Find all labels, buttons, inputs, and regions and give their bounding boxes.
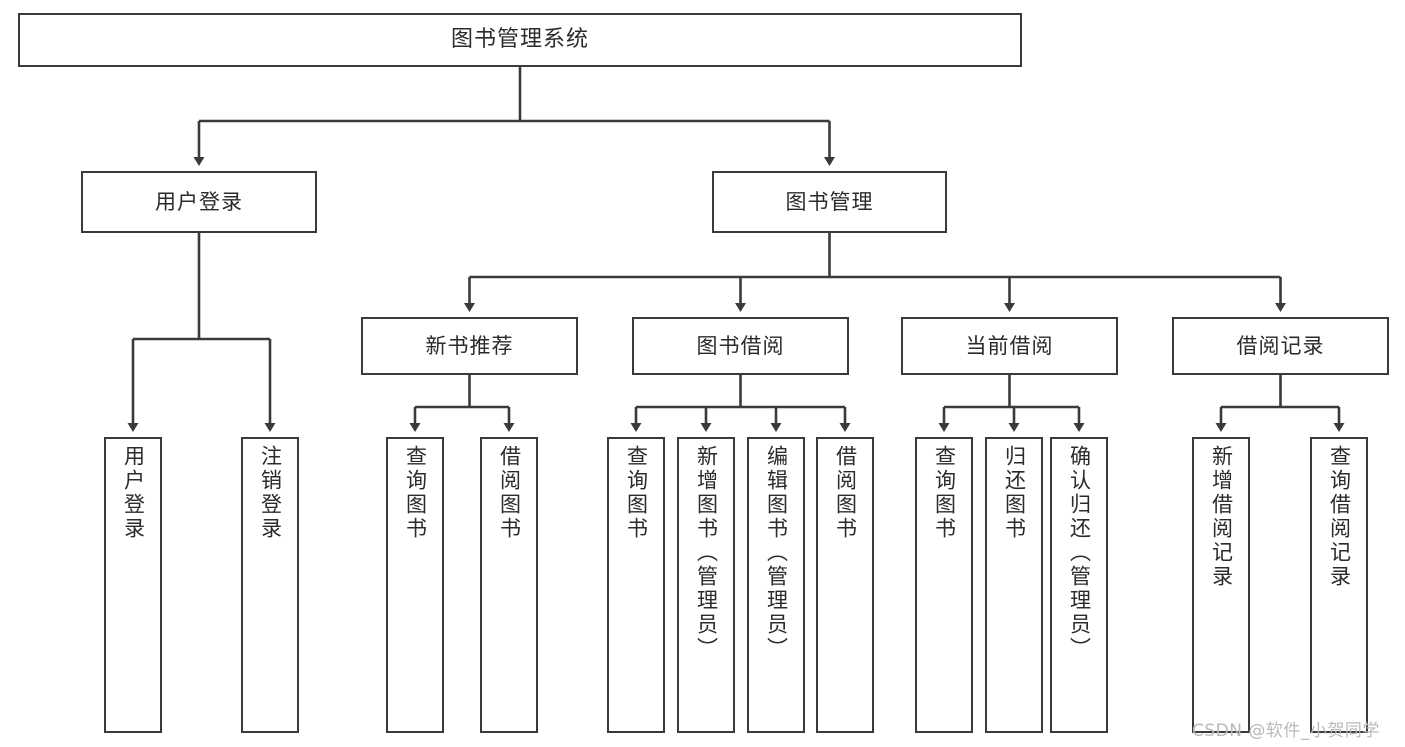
- node-leaf-6[interactable]: 新增图书（管理员）: [677, 437, 735, 733]
- node-label: 借阅记录: [1236, 333, 1325, 358]
- node-label: 新增借阅记录: [1209, 445, 1234, 589]
- node-leaf-5[interactable]: 查询图书: [607, 437, 665, 733]
- node-records[interactable]: 借阅记录: [1172, 317, 1389, 375]
- node-label: 查询借阅记录: [1327, 445, 1352, 589]
- node-label: 新书推荐: [425, 333, 514, 358]
- node-label: 确认归还（管理员）: [1067, 445, 1092, 661]
- node-label: 借阅图书: [497, 445, 522, 541]
- node-label: 归还图书: [1002, 445, 1027, 541]
- node-login[interactable]: 用户登录: [81, 171, 317, 233]
- node-newbook[interactable]: 新书推荐: [361, 317, 578, 375]
- node-leaf-10[interactable]: 归还图书: [985, 437, 1043, 733]
- node-leaf-1[interactable]: 用户登录: [104, 437, 162, 733]
- node-label: 图书管理: [785, 189, 874, 214]
- node-leaf-12[interactable]: 新增借阅记录: [1192, 437, 1250, 733]
- node-label: 编辑图书（管理员）: [764, 445, 789, 661]
- node-bookmgmt[interactable]: 图书管理: [712, 171, 947, 233]
- node-label: 查询图书: [403, 445, 428, 541]
- node-leaf-4[interactable]: 借阅图书: [480, 437, 538, 733]
- node-label: 注销登录: [258, 445, 283, 541]
- node-leaf-13[interactable]: 查询借阅记录: [1310, 437, 1368, 733]
- node-leaf-2[interactable]: 注销登录: [241, 437, 299, 733]
- node-label: 查询图书: [932, 445, 957, 541]
- node-label: 借阅图书: [833, 445, 858, 541]
- node-label: 用户登录: [121, 445, 146, 541]
- node-borrow[interactable]: 图书借阅: [632, 317, 849, 375]
- node-leaf-7[interactable]: 编辑图书（管理员）: [747, 437, 805, 733]
- node-leaf-11[interactable]: 确认归还（管理员）: [1050, 437, 1108, 733]
- node-label: 图书借阅: [696, 333, 785, 358]
- node-label: 新增图书（管理员）: [694, 445, 719, 661]
- node-label: 查询图书: [624, 445, 649, 541]
- node-leaf-3[interactable]: 查询图书: [386, 437, 444, 733]
- node-leaf-9[interactable]: 查询图书: [915, 437, 973, 733]
- node-label: 用户登录: [155, 189, 243, 214]
- watermark: CSDN @软件_小贺同学: [1192, 721, 1380, 741]
- node-leaf-8[interactable]: 借阅图书: [816, 437, 874, 733]
- node-current[interactable]: 当前借阅: [901, 317, 1118, 375]
- node-root[interactable]: 图书管理系统: [18, 13, 1022, 67]
- node-label: 当前借阅: [965, 333, 1054, 358]
- node-label: 图书管理系统: [450, 27, 589, 53]
